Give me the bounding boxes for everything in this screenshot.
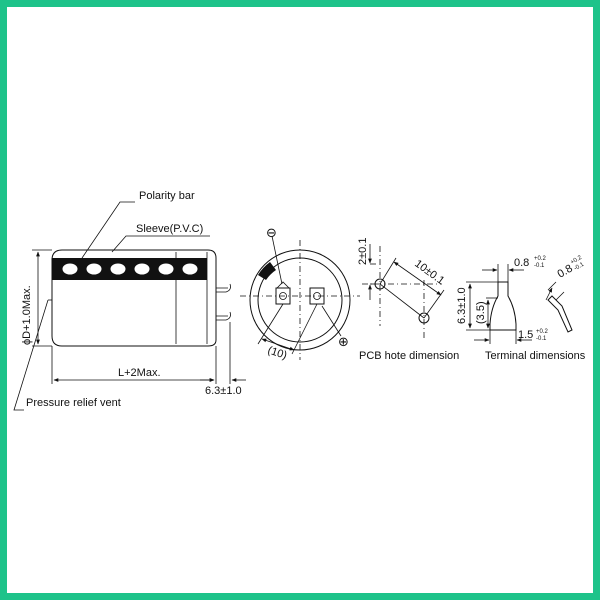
terminal-top-width-tol-plus: +0.2 — [534, 256, 547, 262]
polarity-bar — [52, 258, 207, 280]
terminal-bottom-width-tol-plus: +0.2 — [536, 329, 549, 335]
pitch-dim-label: (10) — [266, 344, 288, 361]
terminal-inner-height-label: (3.5) — [475, 301, 487, 324]
pitch-dimension — [257, 303, 318, 355]
negative-band — [258, 262, 276, 280]
terminal-side-view — [545, 281, 573, 333]
lead-length-dim-label: 6.3±1.0 — [205, 385, 242, 397]
polarity-bar-ovals — [62, 263, 198, 275]
polarity-bar-leader — [81, 201, 135, 259]
length-dim-label: L+2Max. — [118, 367, 161, 379]
pcb-diagonal-dim-label: 10±0.1 — [412, 258, 446, 287]
diameter-dim-label: ϕD+1.0Max. — [21, 285, 33, 345]
terminal-side-width-group: 0.8 +0.2 -0.1 — [556, 255, 586, 281]
terminal-bottom-width-value: 1.5 — [518, 329, 533, 341]
terminal-side-width-tol-minus: -0.1 — [573, 261, 586, 272]
sleeve-leader — [111, 235, 210, 253]
capacitor-side-view — [48, 249, 231, 347]
minus-mark: ⊖ — [266, 225, 277, 240]
capacitor-bottom-view — [240, 235, 360, 360]
length-dimension — [51, 346, 217, 384]
vent-leader — [13, 299, 49, 411]
terminal-height-dim-label: 6.3±1.0 — [456, 287, 468, 324]
vent-label: Pressure relief vent — [26, 397, 121, 409]
diameter-dimension — [32, 249, 52, 347]
terminal-caption: Terminal dimensions — [485, 350, 586, 362]
terminal-top-width-tol-minus: -0.1 — [534, 263, 545, 269]
terminal-front-view — [466, 264, 532, 344]
sleeve-label: Sleeve(P.V.C) — [136, 223, 203, 235]
terminal-bottom-width-tol-minus: -0.1 — [536, 336, 547, 342]
plus-mark: ⊕ — [338, 334, 349, 349]
terminal-top-width-value: 0.8 — [514, 257, 529, 269]
pcb-hole-right — [418, 312, 430, 324]
pcb-caption: PCB hote dimension — [359, 350, 459, 362]
lead-length-dimension — [200, 322, 246, 384]
terminal-side-width-tol-plus: +0.2 — [570, 255, 584, 266]
pcb-hole-view — [362, 244, 445, 340]
pcb-vertical-dim-label: 2±0.1 — [357, 238, 369, 265]
polarity-bar-label: Polarity bar — [139, 190, 195, 202]
